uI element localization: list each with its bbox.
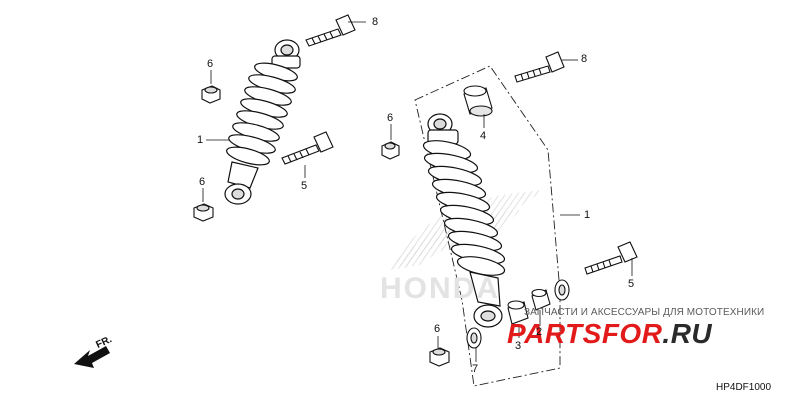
lower-bushing <box>507 300 529 325</box>
callout-7-right: 7 <box>472 363 479 375</box>
left-nut-lower <box>193 203 214 222</box>
callout-3-right: 3 <box>515 340 522 352</box>
right-bolt-upper <box>514 51 565 83</box>
right-shock-absorber <box>422 113 506 328</box>
callout-6-left-bottom: 6 <box>199 176 206 188</box>
front-direction-arrow-icon <box>74 346 110 368</box>
outer-seal-ring <box>554 279 570 301</box>
callout-1-left: 1 <box>197 134 204 146</box>
left-bolt-upper <box>305 14 356 47</box>
callout-1-right: 1 <box>584 209 591 221</box>
callout-6-left-top: 6 <box>207 58 214 70</box>
left-bolt-lower <box>281 131 334 165</box>
site-watermark-name-red: PARTSFOR <box>507 318 663 349</box>
dust-seal-ring <box>466 327 482 349</box>
site-watermark-name-dark: .RU <box>662 318 713 349</box>
callout-5-right: 5 <box>628 278 635 290</box>
right-nut-upper <box>381 141 400 160</box>
callout-2-right: 2 <box>536 326 543 338</box>
callout-4-right: 4 <box>480 130 487 142</box>
callout-8-left: 8 <box>372 16 379 28</box>
right-nut-lower <box>429 347 450 367</box>
assembly-dashed-outline <box>414 65 561 387</box>
right-bolt-lower <box>584 241 638 275</box>
callout-6-right: 6 <box>387 112 394 124</box>
left-shock-absorber <box>224 39 301 205</box>
right-upper-collar <box>463 85 493 117</box>
site-watermark-tagline: ЗАПЧАСТИ И АКСЕССУАРЫ ДЛЯ МОТОТЕХНИКИ <box>524 307 765 318</box>
callout-8-right: 8 <box>581 53 588 65</box>
site-watermark-name: PARTSFOR.RU <box>507 318 712 350</box>
brand-watermark: HONDA <box>380 272 500 305</box>
inner-collar <box>531 288 551 311</box>
leader-lines <box>202 21 633 362</box>
diagram-code: HP4DF1000 <box>716 382 772 393</box>
callout-6-right-bottom: 6 <box>434 323 441 335</box>
callout-5-left: 5 <box>301 180 308 192</box>
left-nut-upper <box>201 85 221 104</box>
